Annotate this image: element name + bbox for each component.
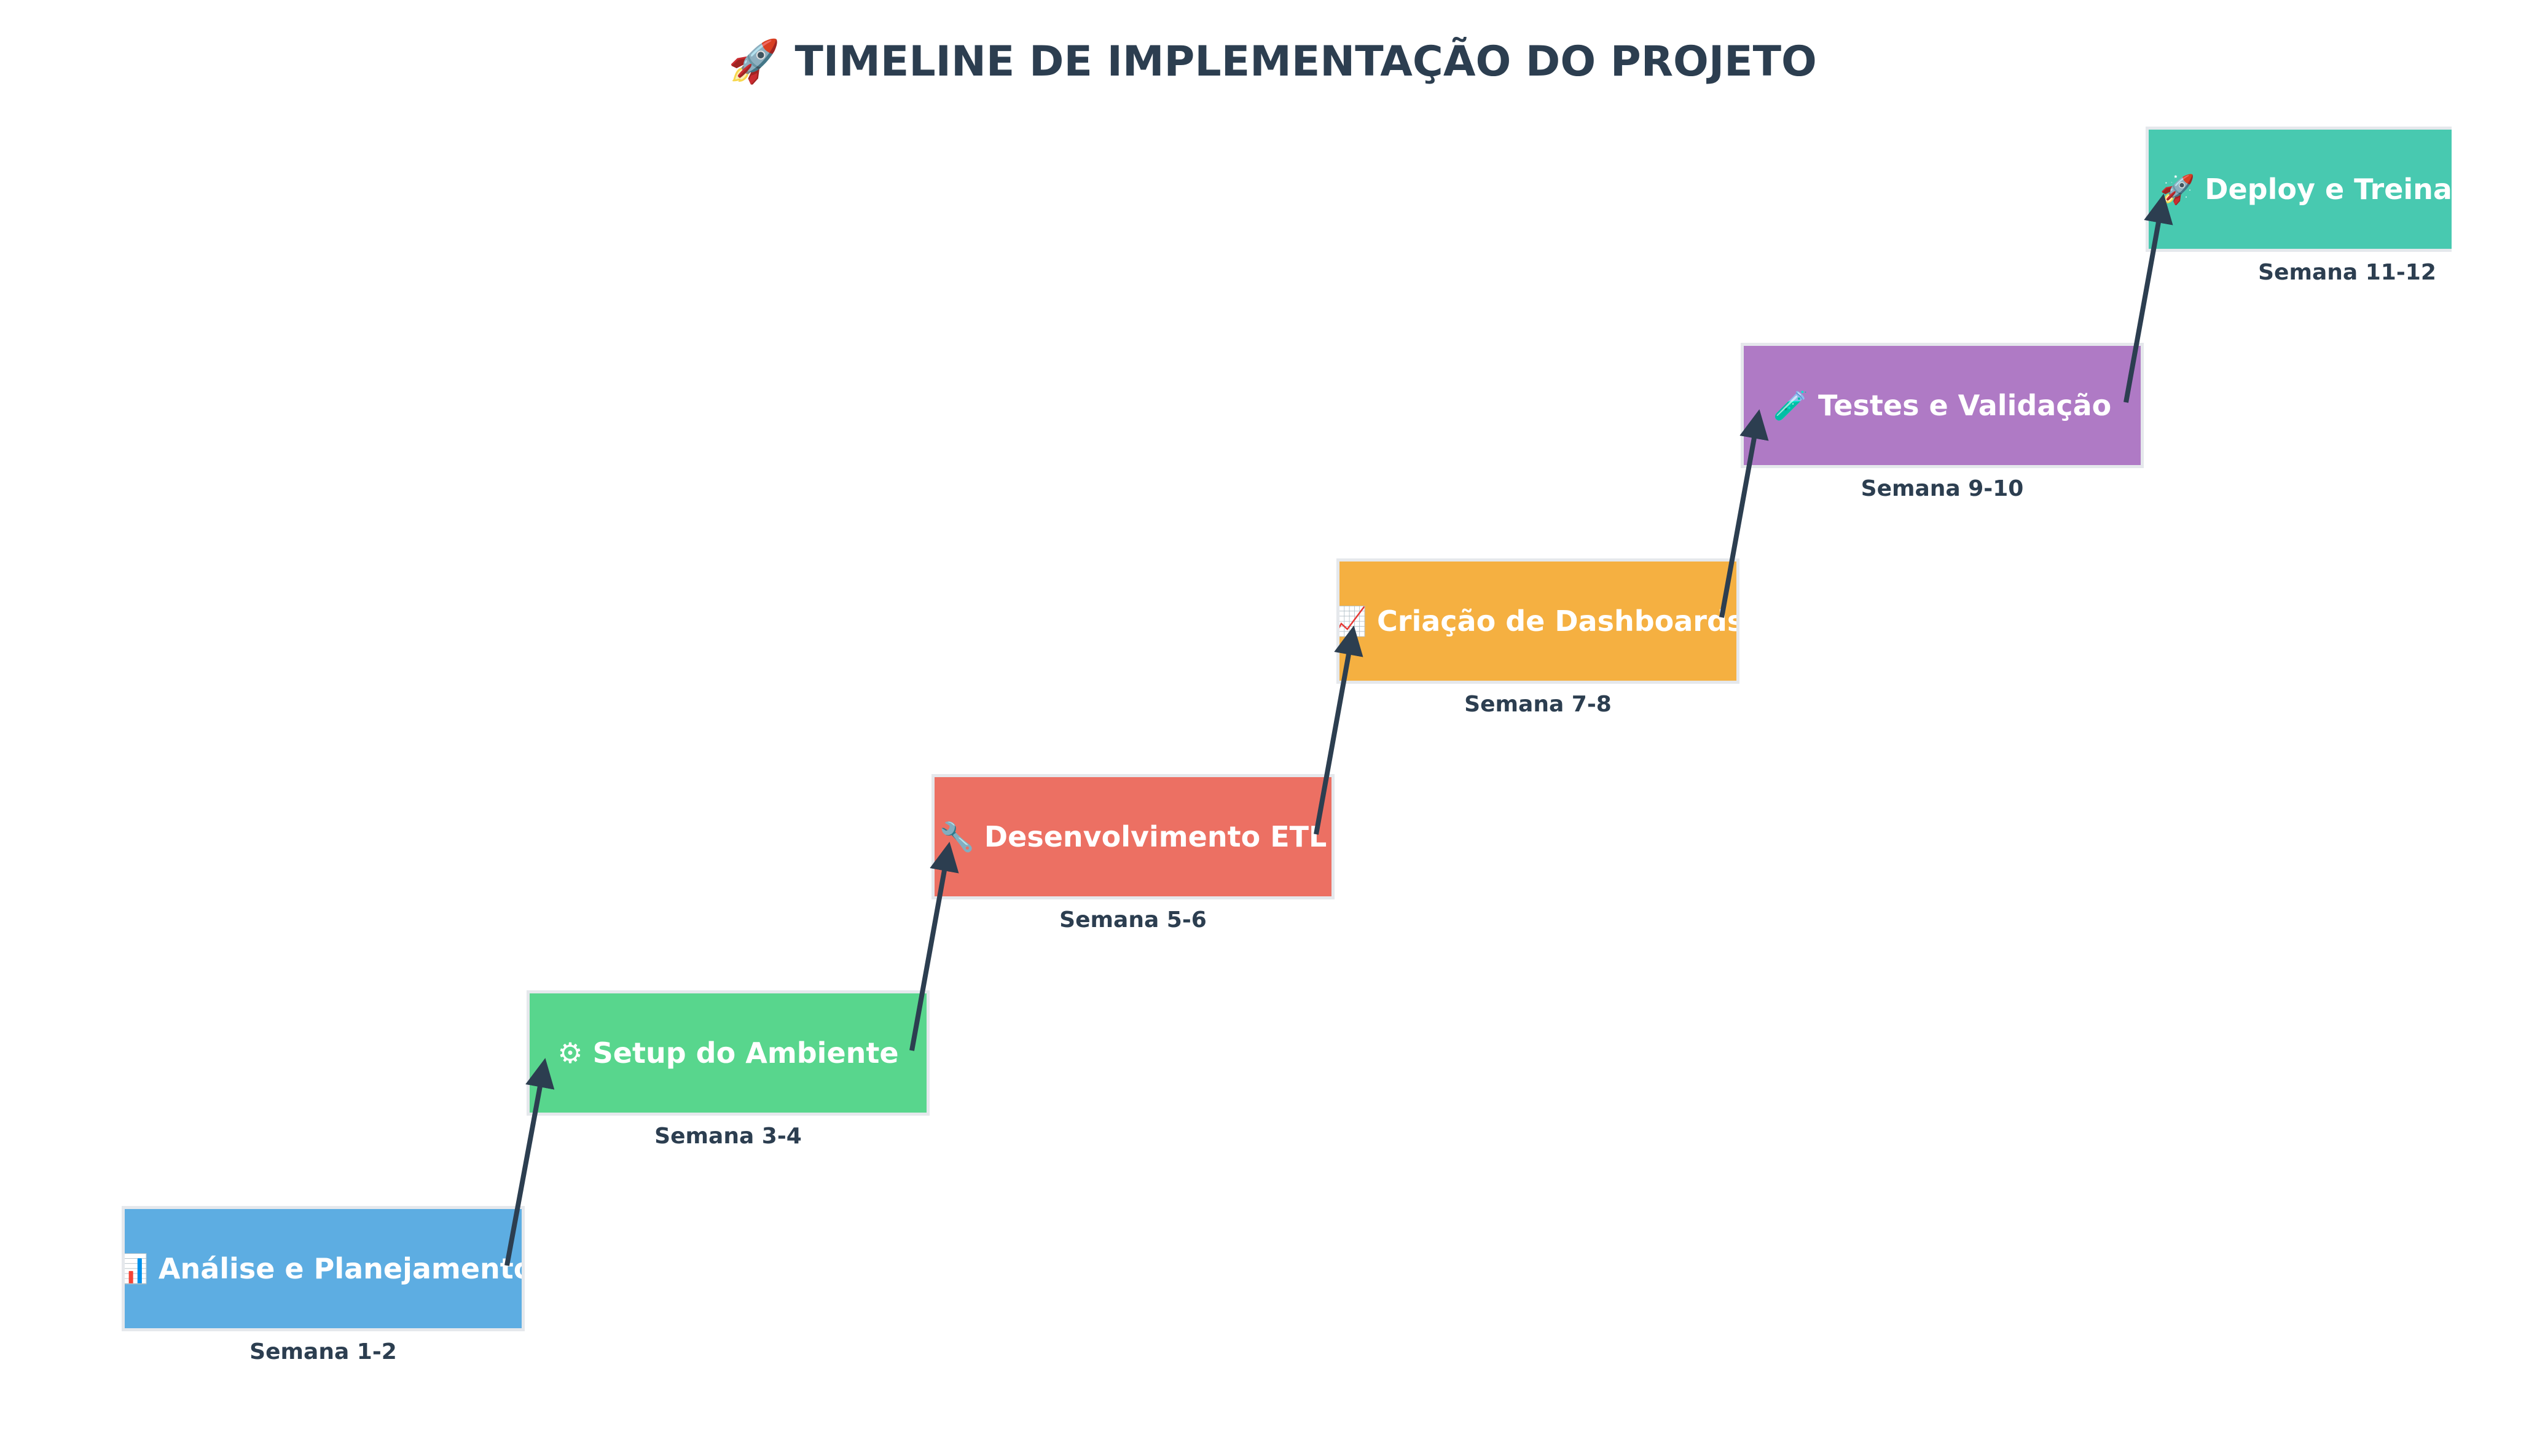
phase-box-analise: 📊 Análise e Planejamento <box>122 1206 525 1331</box>
phase-label-etl: 🔧 Desenvolvimento ETL <box>939 820 1327 853</box>
arrow-4-to-5 <box>1719 409 1769 618</box>
arrow-5-to-6 <box>2123 194 2173 403</box>
phase-label-setup: ⚙ Setup do Ambiente <box>557 1036 899 1070</box>
phase-week-etl: Semana 5-6 <box>1059 907 1207 933</box>
phase-box-etl: 🔧 Desenvolvimento ETL <box>931 774 1335 899</box>
page-title: 🚀 TIMELINE DE IMPLEMENTAÇÃO DO PROJETO <box>728 37 1817 86</box>
phase-week-analise: Semana 1-2 <box>249 1339 397 1364</box>
phase-week-setup: Semana 3-4 <box>654 1124 802 1149</box>
phase-label-analise: 📊 Análise e Planejamento <box>122 1251 525 1285</box>
phase-week-testes: Semana 9-10 <box>1861 476 2024 501</box>
phase-week-deploy: Semana 11-12 <box>2258 260 2436 285</box>
phase-container: 📊 Análise e Planejamento ⚙ Setup do Ambi… <box>122 127 2452 1331</box>
arrow-1-to-2 <box>504 1058 555 1266</box>
phase-box-dashboards: 📈 Criação de Dashboards <box>1336 558 1739 684</box>
phase-box-deploy: 🚀 Deploy e Treinamento <box>2146 127 2452 252</box>
phase-box-testes: 🧪 Testes e Validação <box>1741 343 2144 468</box>
phase-label-testes: 🧪 Testes e Validação <box>1773 388 2112 422</box>
phase-label-dashboards: 📈 Criação de Dashboards <box>1336 604 1739 638</box>
phase-week-dashboards: Semana 7-8 <box>1464 692 1612 717</box>
arrow-2-to-3 <box>909 842 959 1051</box>
arrow-3-to-4 <box>1314 625 1363 835</box>
phase-box-setup: ⚙ Setup do Ambiente <box>527 990 930 1116</box>
phase-label-deploy: 🚀 Deploy e Treinamento <box>2160 172 2452 206</box>
